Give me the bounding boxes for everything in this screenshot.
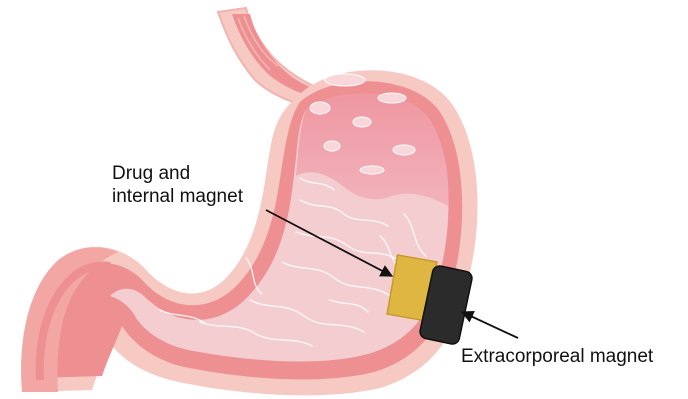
extracorporeal-magnet-label: Extracorporeal magnet — [461, 345, 653, 368]
external-arrow — [462, 312, 518, 338]
drug-internal-magnet-label: Drug and internal magnet — [112, 162, 243, 208]
drug-label-line2: internal magnet — [112, 185, 243, 208]
drug-label-line1: Drug and — [112, 162, 243, 185]
